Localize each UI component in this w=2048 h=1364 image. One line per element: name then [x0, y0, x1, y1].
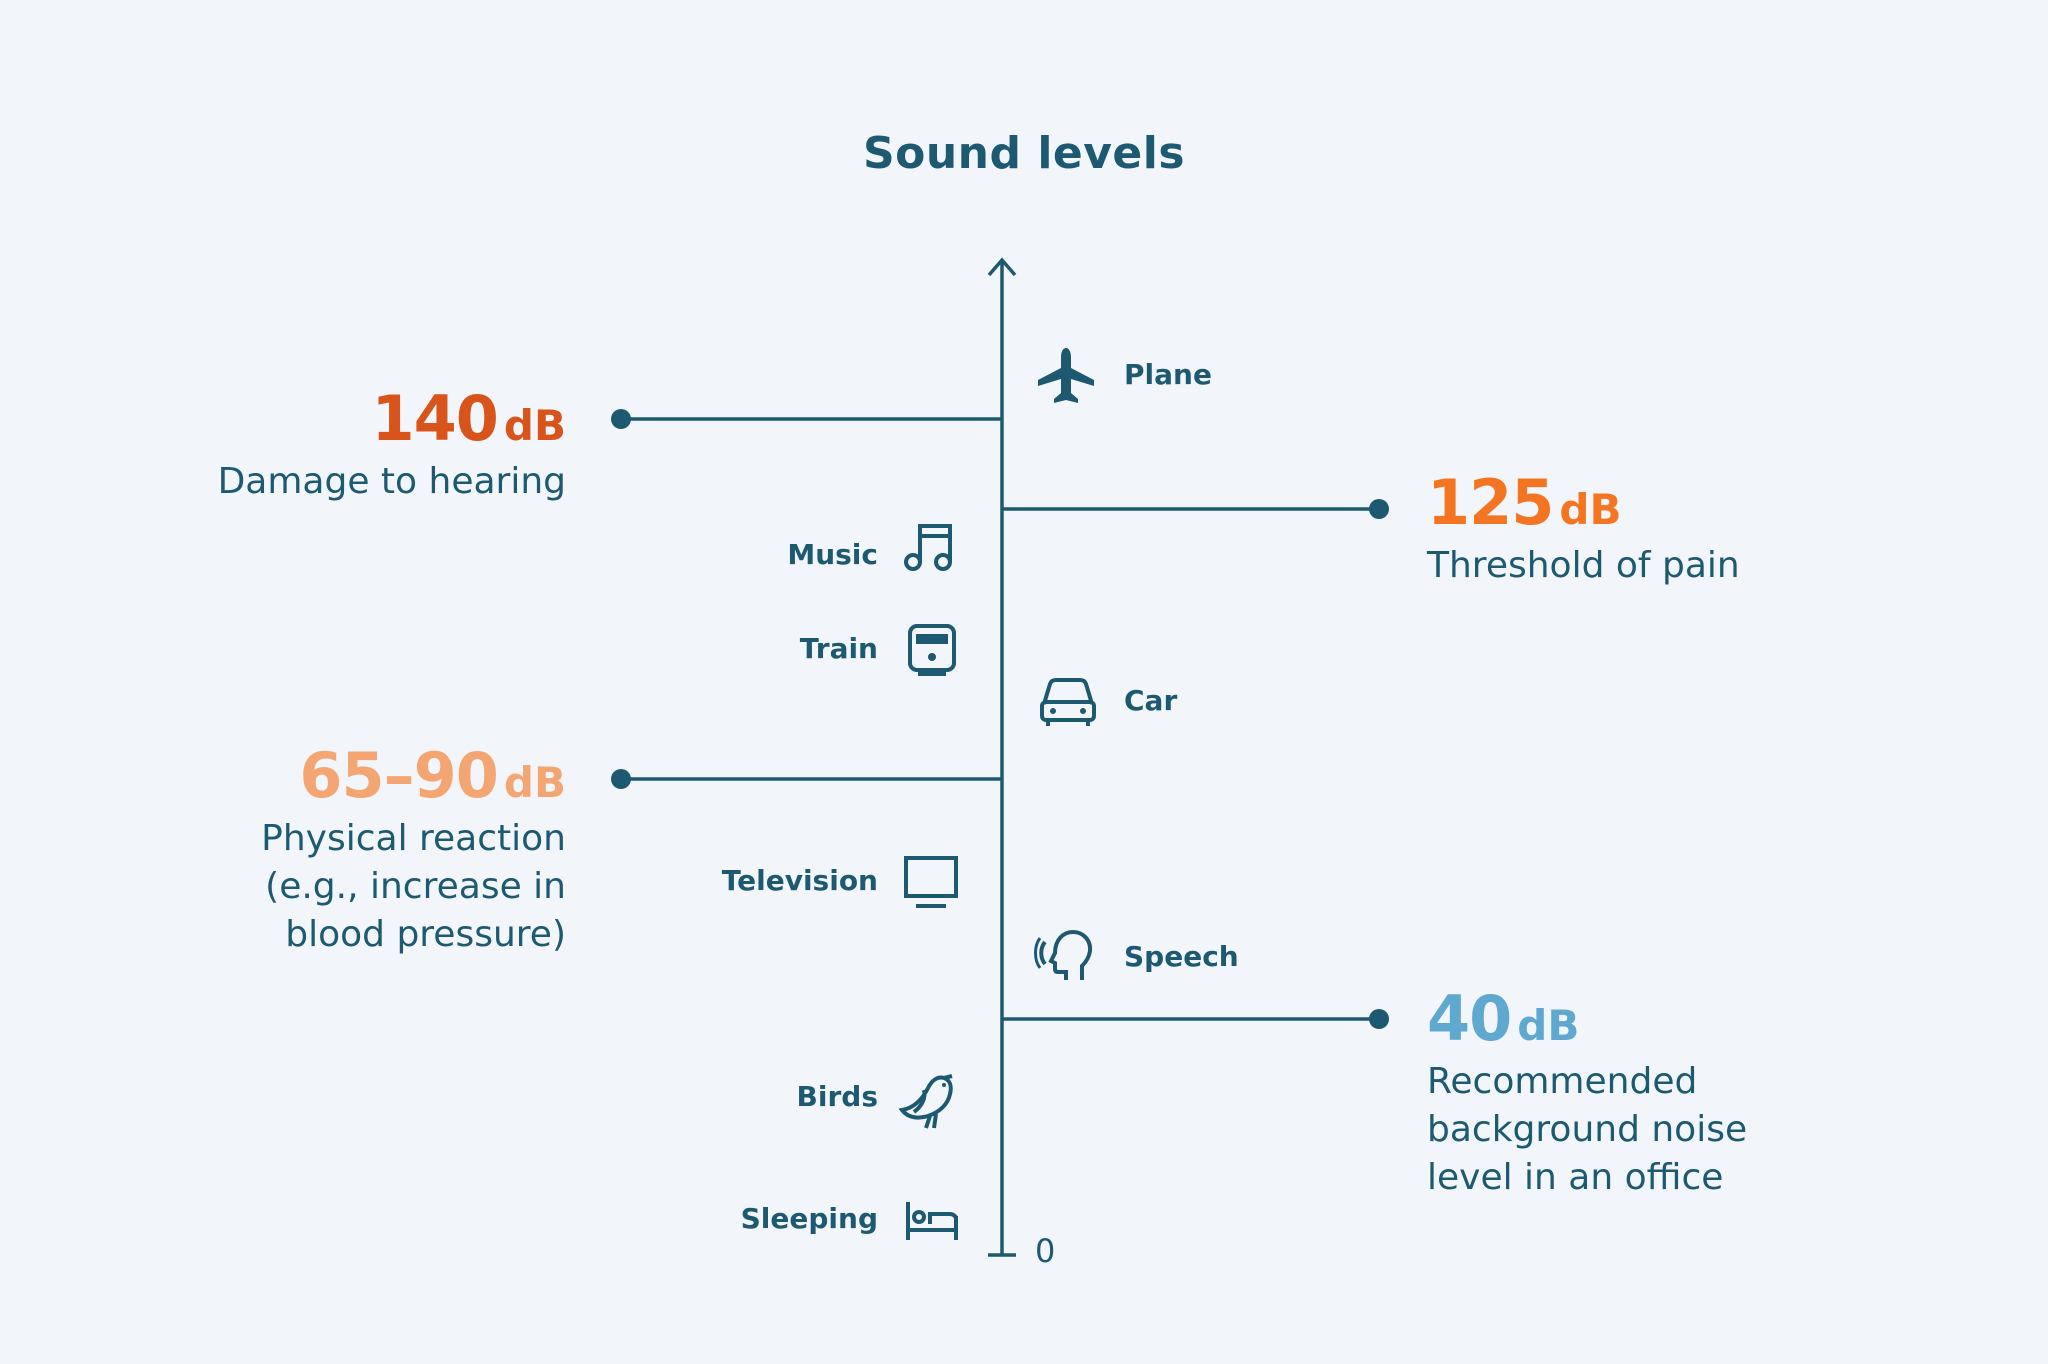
level-65-90-dot	[611, 769, 631, 789]
bird-icon	[898, 1074, 953, 1129]
source-label-train: Train	[799, 632, 878, 665]
source-label-television: Television	[721, 864, 878, 897]
level-65-90-value: 65–90	[299, 739, 499, 812]
source-label-car: Car	[1124, 684, 1178, 717]
level-125-unit: dB	[1559, 485, 1622, 534]
speaking-head-icon	[1034, 929, 1093, 980]
level-140-dot	[611, 409, 631, 429]
source-label-birds: Birds	[796, 1080, 878, 1113]
level-65-90-unit: dB	[503, 758, 566, 807]
level-125-dot	[1369, 499, 1389, 519]
plane-icon	[1038, 348, 1094, 403]
source-label-plane: Plane	[1124, 358, 1212, 391]
bed-icon	[906, 1202, 958, 1240]
level-125-description: Threshold of pain	[1427, 545, 1740, 586]
level-65-90-description: Physical reaction (e.g., increase in blo…	[261, 818, 566, 955]
level-140-value: 140	[371, 382, 499, 455]
level-125-value: 125	[1427, 466, 1554, 539]
level-40-description: Recommended background noise level in an…	[1427, 1061, 1748, 1198]
music-note-icon	[904, 524, 952, 571]
level-140-description: Damage to hearing	[217, 461, 566, 502]
level-40-dot	[1369, 1009, 1389, 1029]
axis-zero-label: 0	[1035, 1232, 1056, 1270]
level-40-unit: dB	[1517, 1001, 1580, 1050]
car-icon	[1040, 678, 1096, 726]
diagram-title: Sound levels	[862, 128, 1186, 179]
source-label-speech: Speech	[1124, 940, 1239, 973]
source-label-sleeping: Sleeping	[740, 1202, 878, 1235]
train-icon	[908, 624, 956, 676]
level-40-value: 40	[1427, 982, 1512, 1055]
level-140-unit: dB	[503, 401, 566, 450]
source-label-music: Music	[787, 538, 878, 571]
television-icon	[904, 856, 958, 908]
axis-arrowhead	[987, 257, 1017, 277]
